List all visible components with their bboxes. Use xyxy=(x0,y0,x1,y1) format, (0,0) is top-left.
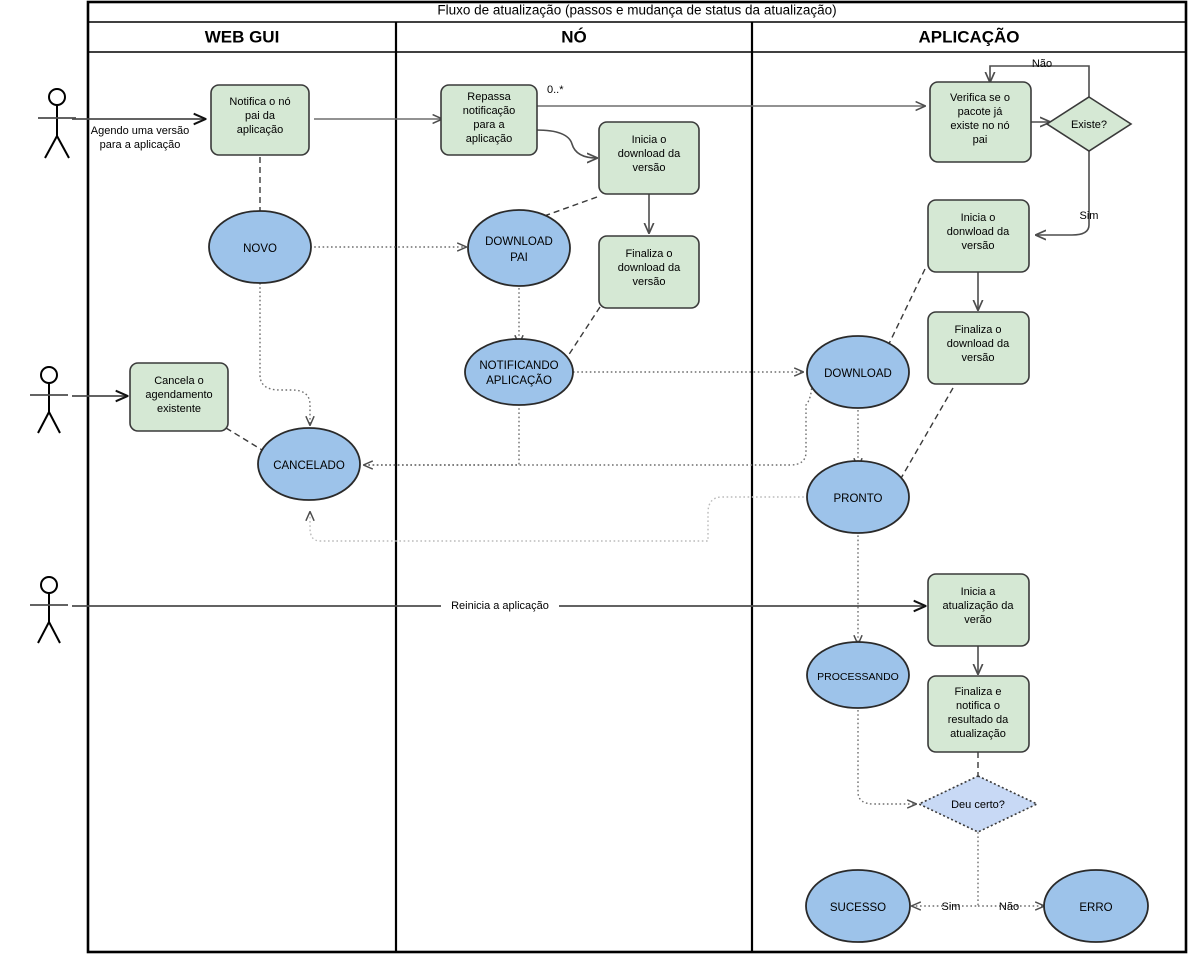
pool-frame xyxy=(86,0,1188,954)
process-label-line: resultado da xyxy=(948,714,1009,726)
edge-label-existe-sim: Sim xyxy=(1080,210,1099,222)
lane-header-aplicacao: APLICAÇÃO xyxy=(918,26,1019,46)
process-label-line: atualização xyxy=(950,728,1006,740)
process-label-line: Notifica o nó xyxy=(229,96,290,108)
edge-inicia-download-app-download-dashed xyxy=(885,268,926,351)
process-label-line: download da xyxy=(618,148,681,160)
process-label-line: existe no nó xyxy=(950,120,1009,132)
process-label-line: pacote já xyxy=(958,106,1004,118)
lane-header-no: NÓ xyxy=(561,27,587,46)
process-notifica-no-pai[interactable]: Notifica o nó pai da aplicação xyxy=(210,84,310,156)
edge-label-deu-certo-nao: Não xyxy=(999,901,1019,913)
edge-existe-nao xyxy=(990,65,1090,104)
process-label-line: atualização da xyxy=(943,600,1015,612)
state-label-line: APLICAÇÃO xyxy=(486,374,552,387)
state-download[interactable]: DOWNLOAD xyxy=(806,335,910,409)
decision-existe[interactable]: Existe? xyxy=(1045,96,1133,152)
process-label-line: existente xyxy=(157,403,201,415)
process-label-line: pai da xyxy=(245,110,276,122)
state-label-line: DOWNLOAD xyxy=(485,236,553,248)
state-label-line: PAI xyxy=(510,252,528,264)
process-label-line: verão xyxy=(964,614,992,626)
decision-label-existe: Existe? xyxy=(1071,119,1107,131)
process-label-line: donwload da xyxy=(947,226,1010,238)
edge-existe-sim xyxy=(1036,142,1090,235)
state-label-line: PRONTO xyxy=(834,493,883,505)
edge-finaliza-download-no-notificando-dashed xyxy=(565,306,601,360)
edge-label-reinicia-aplicacao: Reinicia a aplicação xyxy=(451,600,549,612)
state-pronto[interactable]: PRONTO xyxy=(806,460,910,534)
process-label-line: para a xyxy=(473,119,505,131)
state-label-line: ERRO xyxy=(1079,902,1112,914)
actor1-message-line2: para a aplicação xyxy=(100,139,181,151)
state-label-line: DOWNLOAD xyxy=(824,368,892,380)
edge-deucerto-sucesso xyxy=(912,828,979,906)
process-label-line: agendamento xyxy=(145,389,212,401)
actor1-message-line1: Agendo uma versão xyxy=(91,125,189,137)
state-sucesso[interactable]: SUCESSO xyxy=(805,869,911,943)
decision-label-deu-certo: Deu certo? xyxy=(951,799,1005,811)
process-label-line: Finaliza e xyxy=(954,686,1001,698)
process-label-line: aplicação xyxy=(466,133,512,145)
edge-repassa-inicia-download xyxy=(535,129,597,158)
process-label-line: versão xyxy=(961,352,994,364)
edge-label-deu-certo-sim: Sim xyxy=(942,901,961,913)
edge-label-reinicia-group: Reinicia a aplicação xyxy=(441,597,559,614)
edge-label-multiplicity: 0..* xyxy=(547,84,564,96)
edge-finaliza-download-app-pronto-dashed xyxy=(899,387,954,481)
state-erro[interactable]: ERRO xyxy=(1043,869,1149,943)
edge-downloadpai-cancelado xyxy=(364,404,520,465)
process-label-line: Inicia a xyxy=(961,586,997,598)
process-inicia-download-no[interactable]: Inicia o download da versão xyxy=(598,121,700,195)
process-finaliza-download-no[interactable]: Finaliza o download da versão xyxy=(598,235,700,309)
process-label-line: versão xyxy=(632,162,665,174)
process-label-line: versão xyxy=(632,276,665,288)
process-label-line: download da xyxy=(618,262,681,274)
lane-header-web-gui: WEB GUI xyxy=(205,27,280,46)
process-label-line: versão xyxy=(961,240,994,252)
edge-inicia-download-no-downloadpai-dashed xyxy=(521,196,598,225)
process-inicia-atualizacao[interactable]: Inicia a atualização da verão xyxy=(927,573,1030,647)
process-label-line: Finaliza o xyxy=(625,248,672,260)
state-label-line: NOTIFICANDO xyxy=(479,360,558,372)
state-notificando-aplicacao[interactable]: NOTIFICANDO APLICAÇÃO xyxy=(464,338,574,406)
process-label-line: Inicia o xyxy=(961,212,996,224)
process-label-line: download da xyxy=(947,338,1010,350)
process-repassa-notificacao[interactable]: Repassa notificação para a aplicação xyxy=(440,84,538,156)
process-label-line: aplicação xyxy=(237,124,283,136)
state-label-line: SUCESSO xyxy=(830,902,886,914)
state-cancelado[interactable]: CANCELADO xyxy=(257,427,361,501)
state-processando[interactable]: PROCESSANDO xyxy=(806,641,910,709)
process-finaliza-download-app[interactable]: Finaliza o download da versão xyxy=(927,311,1030,385)
process-verifica-pacote[interactable]: Verifica se o pacote já existe no nó pai xyxy=(929,81,1032,163)
actor-2 xyxy=(30,366,68,434)
actor-3 xyxy=(30,576,68,644)
process-inicia-download-app[interactable]: Inicia o donwload da versão xyxy=(927,199,1030,273)
process-label-line: Inicia o xyxy=(632,134,667,146)
process-label-line: pai xyxy=(973,134,988,146)
process-label-line: notifica o xyxy=(956,700,1000,712)
process-finaliza-notifica[interactable]: Finaliza e notifica o resultado da atual… xyxy=(927,675,1030,753)
edge-download-cancelado xyxy=(366,379,813,466)
process-label-line: Cancela o xyxy=(154,375,204,387)
edge-processando-deucerto xyxy=(857,710,916,804)
process-label-line: notificação xyxy=(463,105,516,117)
state-novo[interactable]: NOVO xyxy=(208,210,312,284)
state-label-line: PROCESSANDO xyxy=(817,671,899,683)
state-label-line: CANCELADO xyxy=(273,460,345,472)
edge-label-existe-nao: Não xyxy=(1032,58,1052,70)
process-label-line: Finaliza o xyxy=(954,324,1001,336)
state-download-pai[interactable]: DOWNLOAD PAI xyxy=(467,209,571,287)
state-label-line: NOVO xyxy=(243,243,277,255)
process-cancela-agendamento[interactable]: Cancela o agendamento existente xyxy=(129,362,229,432)
edge-novo-cancelado xyxy=(259,283,310,425)
process-label-line: Verifica se o xyxy=(950,92,1010,104)
pool-title: Fluxo de atualização (passos e mudança d… xyxy=(437,3,836,18)
process-label-line: Repassa xyxy=(467,91,511,103)
connectors xyxy=(72,65,1090,906)
decision-deu-certo[interactable]: Deu certo? xyxy=(917,775,1039,833)
actor-1 xyxy=(38,88,76,159)
edge-pronto-cancelado xyxy=(310,496,808,542)
